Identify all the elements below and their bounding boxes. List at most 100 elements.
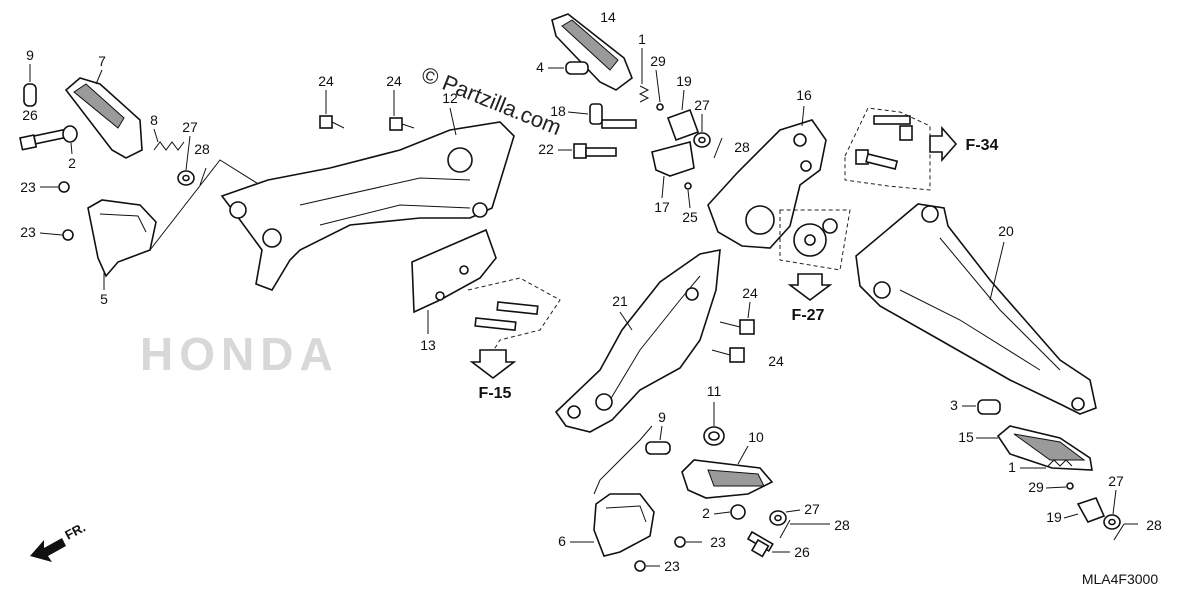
pin-9-left[interactable] [23, 83, 37, 107]
callout-14: 14 [600, 9, 616, 25]
pin-25[interactable] [684, 182, 692, 190]
callout-9-bottom: 9 [658, 409, 666, 425]
bolt-23-upper-left[interactable] [58, 181, 70, 193]
spring-1-top[interactable] [638, 85, 650, 103]
bracket-17[interactable] [651, 141, 695, 177]
callout-23-lower-left: 23 [20, 224, 36, 240]
step-bracket-12[interactable] [220, 121, 515, 291]
plate-19-right[interactable] [1076, 497, 1106, 523]
bolt-24-b[interactable] [389, 117, 415, 131]
callout-11: 11 [707, 383, 722, 399]
front-direction-arrow: FR. [30, 520, 88, 562]
bolt-23-lower-left[interactable] [62, 229, 74, 241]
callout-2-bottom: 2 [702, 505, 710, 521]
spring-11[interactable] [703, 426, 725, 446]
callout-27-top: 27 [694, 97, 710, 113]
ref-f15[interactable]: F-15 [479, 385, 512, 402]
callout-5: 5 [100, 291, 108, 307]
front-arrow-label: FR. [62, 520, 88, 543]
callout-22: 22 [538, 141, 554, 157]
footpeg-7[interactable] [64, 77, 143, 159]
bolt-23-bottom-b[interactable] [634, 560, 646, 572]
footpeg-14[interactable] [551, 13, 633, 91]
washer-27-bottom[interactable] [769, 510, 787, 526]
bracket-16[interactable] [707, 119, 827, 249]
collar-2-left[interactable] [62, 125, 78, 143]
damper-washer[interactable] [793, 218, 838, 257]
bolt-24-d[interactable] [711, 347, 745, 363]
bolt-26-left[interactable] [19, 128, 66, 151]
plate-13[interactable] [411, 228, 497, 314]
callout-17: 17 [654, 199, 670, 215]
callout-24-a: 24 [318, 73, 334, 89]
ref-arrow-f15[interactable] [469, 349, 517, 380]
callout-15: 15 [958, 429, 974, 445]
callout-25: 25 [682, 209, 698, 225]
spring-8[interactable] [153, 141, 185, 151]
callout-28-top: 28 [734, 139, 750, 155]
callout-4: 4 [536, 59, 544, 75]
ref-f34[interactable]: F-34 [966, 137, 999, 154]
diagram-code: MLA4F3000 [1082, 571, 1158, 587]
bolt-23-bottom-a[interactable] [674, 536, 686, 548]
footpeg-15[interactable] [996, 425, 1093, 471]
callout-23-upper-left: 23 [20, 179, 36, 195]
callout-1-right: 1 [1008, 459, 1016, 475]
washer-27-right[interactable] [1103, 514, 1121, 530]
bolt-18[interactable] [589, 103, 637, 129]
step-bracket-21[interactable] [554, 249, 721, 433]
collar-2-bottom[interactable] [730, 504, 746, 520]
ball-29-right[interactable] [1066, 482, 1074, 490]
callout-1-top: 1 [638, 31, 646, 47]
heel-guard-6[interactable] [593, 493, 655, 557]
callout-6: 6 [558, 533, 566, 549]
callout-27-right: 27 [1108, 473, 1124, 489]
callout-29-right: 29 [1028, 479, 1044, 495]
callout-7: 7 [98, 53, 106, 69]
callout-12: 12 [442, 90, 458, 106]
callout-26-bottom: 26 [794, 544, 810, 560]
callout-21: 21 [612, 293, 628, 309]
footpeg-10[interactable] [681, 459, 774, 499]
brand-watermark: HONDA [140, 328, 339, 380]
bolt-24-c[interactable] [719, 319, 755, 335]
ref-f27[interactable]: F-27 [792, 307, 825, 324]
heel-guard-5[interactable] [87, 199, 157, 278]
ball-29-top[interactable] [656, 103, 664, 111]
ref-arrow-f34[interactable] [929, 125, 958, 163]
callout-28-bottom: 28 [834, 517, 850, 533]
callout-19-right: 19 [1046, 509, 1062, 525]
callout-3: 3 [950, 397, 958, 413]
callout-9-left: 9 [26, 47, 34, 63]
callout-24-d: 24 [768, 353, 784, 369]
pin-9-bottom[interactable] [645, 441, 671, 455]
cotter-pin-28-left[interactable] [199, 167, 207, 186]
bolt-26-bottom[interactable] [746, 530, 774, 558]
spring-1-right[interactable] [1047, 459, 1073, 467]
callout-23-bottom-a: 23 [710, 534, 726, 550]
washer-27-top[interactable] [693, 132, 711, 148]
bolt-24-a[interactable] [319, 115, 345, 129]
callout-24-b: 24 [386, 73, 402, 89]
callout-27-bottom: 27 [804, 501, 820, 517]
callout-16: 16 [796, 87, 812, 103]
bolt-22[interactable] [573, 143, 617, 159]
callout-26-left: 26 [22, 107, 38, 123]
callout-13: 13 [420, 337, 436, 353]
callout-24-c: 24 [742, 285, 758, 301]
callout-19-top: 19 [676, 73, 692, 89]
callout-18: 18 [550, 103, 566, 119]
pin-3[interactable] [977, 399, 1001, 415]
washer-27-left[interactable] [177, 170, 195, 186]
callout-10: 10 [748, 429, 764, 445]
rear-step-bracket-20[interactable] [855, 203, 1097, 415]
pin-4[interactable] [565, 61, 589, 75]
callout-20: 20 [998, 223, 1014, 239]
callout-28-left: 28 [194, 141, 210, 157]
callout-27-left: 27 [182, 119, 198, 135]
callout-2-left: 2 [68, 155, 76, 171]
callout-29-top: 29 [650, 53, 666, 69]
ref-arrow-f27[interactable] [787, 273, 833, 301]
plate-19-top[interactable] [666, 108, 700, 142]
